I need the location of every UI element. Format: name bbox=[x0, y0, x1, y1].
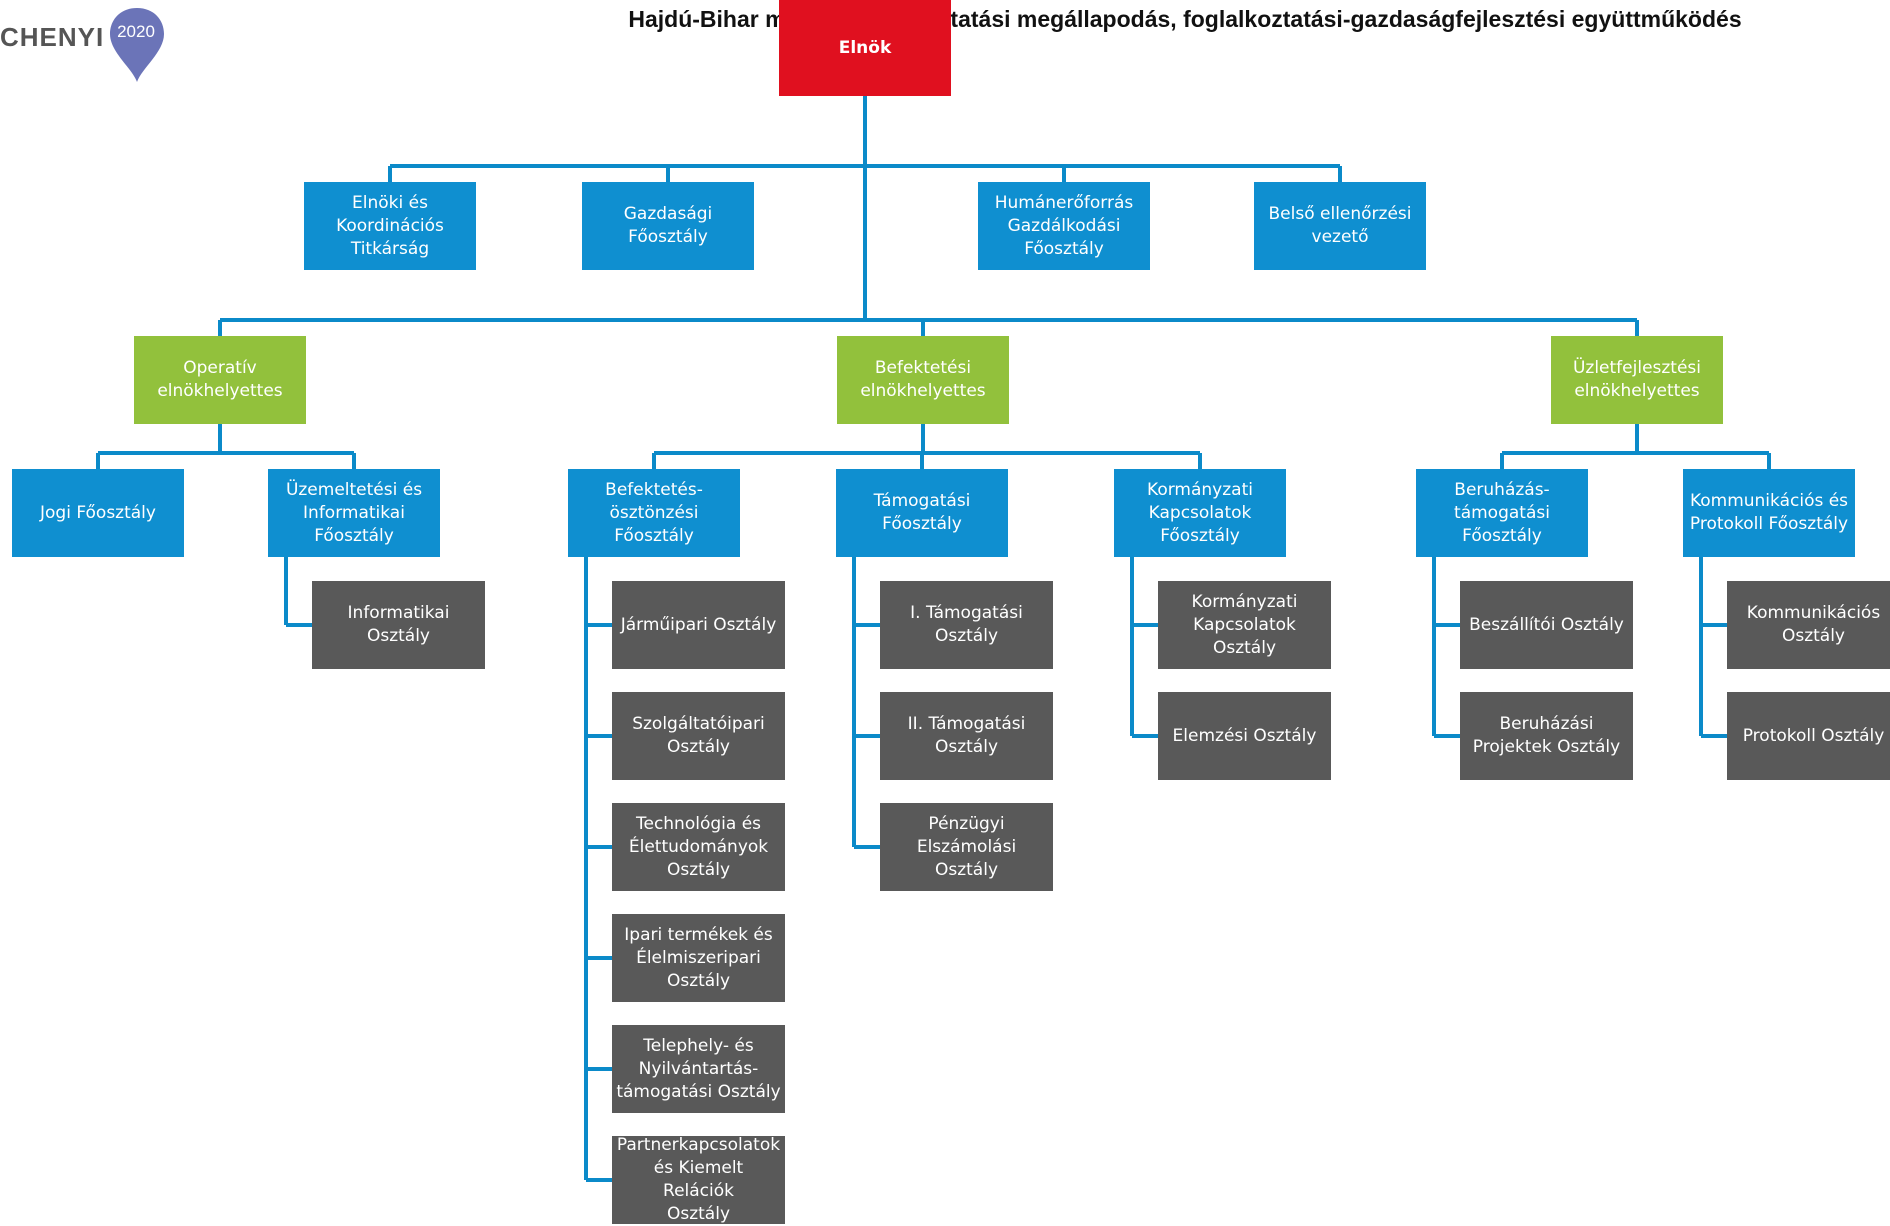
main-department-box: Jogi Főosztály bbox=[12, 469, 184, 557]
deputy-box: Üzletfejlesztési elnökhelyettes bbox=[1551, 336, 1723, 424]
department-box-label: Informatikai Osztály bbox=[347, 603, 450, 646]
department-box: Partnerkapcsolatok és Kiemelt Relációk O… bbox=[612, 1135, 785, 1224]
directorate-box-label: Humánerőforrás Gazdálkodási Főosztály bbox=[994, 192, 1134, 259]
main-department-box: Támogatási Főosztály bbox=[836, 469, 1008, 557]
directorate-box: Humánerőforrás Gazdálkodási Főosztály bbox=[978, 182, 1150, 270]
main-department-box: Beruházás- támogatási Főosztály bbox=[1416, 469, 1588, 557]
main-department-box-label: Támogatási Főosztály bbox=[873, 491, 971, 534]
department-box: Informatikai Osztály bbox=[312, 581, 485, 669]
main-department-box: Üzemeltetési és Informatikai Főosztály bbox=[268, 469, 440, 557]
deputy-box-label: Üzletfejlesztési elnökhelyettes bbox=[1572, 358, 1702, 401]
logo-text: CHENYI bbox=[0, 22, 105, 52]
department-box-label: I. Támogatási Osztály bbox=[910, 603, 1023, 646]
department-box: Telephely- és Nyilvántartás- támogatási … bbox=[612, 1025, 785, 1113]
president-box: Elnök bbox=[779, 0, 951, 96]
department-box-label: Beszállítói Osztály bbox=[1469, 614, 1624, 635]
map-pin-icon bbox=[110, 8, 164, 82]
main-department-box-label: Befektetés- ösztönzési Főosztály bbox=[605, 479, 703, 546]
department-box-label: Kormányzati Kapcsolatok Osztály bbox=[1191, 591, 1298, 658]
main-department-box-label: Kommunikációs és Protokoll Főosztály bbox=[1689, 491, 1849, 534]
main-department-box-label: Jogi Főosztály bbox=[40, 502, 156, 523]
department-box-label: Kommunikációs Osztály bbox=[1746, 603, 1881, 646]
logo-year: 2020 bbox=[117, 22, 155, 41]
department-box: Pénzügyi Elszámolási Osztály bbox=[880, 803, 1053, 891]
department-box: Ipari termékek és Élelmiszeripari Osztál… bbox=[612, 914, 785, 1002]
deputy-box: Befektetési elnökhelyettes bbox=[837, 336, 1009, 424]
department-box-label: Elemzési Osztály bbox=[1172, 725, 1317, 746]
department-box: Protokoll Osztály bbox=[1727, 692, 1890, 780]
department-box: Kommunikációs Osztály bbox=[1727, 581, 1890, 669]
department-box: I. Támogatási Osztály bbox=[880, 581, 1053, 669]
main-department-box: Befektetés- ösztönzési Főosztály bbox=[568, 469, 740, 557]
department-box-label: Ipari termékek és Élelmiszeripari Osztál… bbox=[624, 924, 773, 991]
department-box-label: Szolgáltatóipari Osztály bbox=[632, 714, 765, 757]
main-department-box: Kommunikációs és Protokoll Főosztály bbox=[1683, 469, 1855, 557]
main-department-box-label: Üzemeltetési és Informatikai Főosztály bbox=[285, 479, 423, 546]
deputy-box: Operatív elnökhelyettes bbox=[134, 336, 306, 424]
department-box-label: Protokoll Osztály bbox=[1742, 725, 1885, 746]
department-box: Járműipari Osztály bbox=[612, 581, 785, 669]
department-box-label: Partnerkapcsolatok és Kiemelt Relációk O… bbox=[616, 1135, 781, 1224]
department-box: Beszállítói Osztály bbox=[1460, 581, 1633, 669]
directorate-box: Gazdasági Főosztály bbox=[582, 182, 754, 270]
department-box-label: Beruházási Projektek Osztály bbox=[1472, 714, 1621, 757]
department-box-label: Pénzügyi Elszámolási Osztály bbox=[916, 813, 1017, 880]
main-department-box-label: Beruházás- támogatási Főosztály bbox=[1454, 479, 1550, 546]
department-box: Szolgáltatóipari Osztály bbox=[612, 692, 785, 780]
department-box-label: II. Támogatási Osztály bbox=[907, 714, 1026, 757]
deputy-box-label: Befektetési elnökhelyettes bbox=[860, 358, 986, 401]
main-department-box-label: Kormányzati Kapcsolatok Főosztály bbox=[1147, 479, 1253, 546]
main-department-box: Kormányzati Kapcsolatok Főosztály bbox=[1114, 469, 1286, 557]
directorate-box: Elnöki és Koordinációs Titkárság bbox=[304, 182, 476, 270]
directorate-box-label: Gazdasági Főosztály bbox=[623, 204, 713, 247]
directorate-box-label: Belső ellenőrzési vezető bbox=[1268, 204, 1412, 247]
department-box: II. Támogatási Osztály bbox=[880, 692, 1053, 780]
logo: CHENYI 2020 bbox=[0, 6, 190, 86]
department-box: Elemzési Osztály bbox=[1158, 692, 1331, 780]
directorate-box-label: Elnöki és Koordinációs Titkárság bbox=[336, 192, 444, 259]
president-box-label: Elnök bbox=[838, 37, 892, 58]
directorate-box: Belső ellenőrzési vezető bbox=[1254, 182, 1426, 270]
department-box: Kormányzati Kapcsolatok Osztály bbox=[1158, 581, 1331, 669]
department-box: Technológia és Élettudományok Osztály bbox=[612, 803, 785, 891]
department-box-label: Technológia és Élettudományok Osztály bbox=[628, 813, 769, 880]
department-box-label: Telephely- és Nyilvántartás- támogatási … bbox=[616, 1035, 781, 1102]
deputy-box-label: Operatív elnökhelyettes bbox=[157, 358, 283, 401]
department-box-label: Járműipari Osztály bbox=[620, 614, 777, 635]
department-box: Beruházási Projektek Osztály bbox=[1460, 692, 1633, 780]
